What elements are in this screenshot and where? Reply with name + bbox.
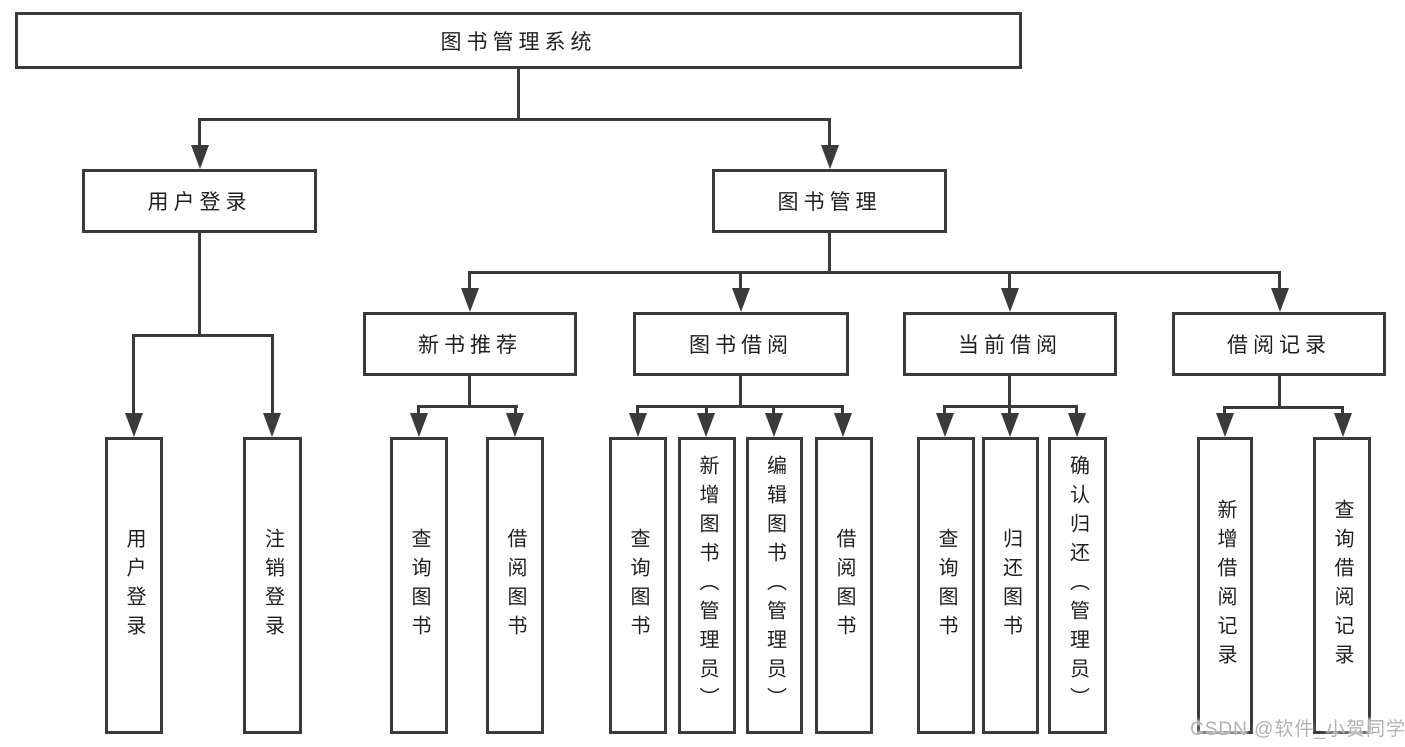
arrow-down-icon xyxy=(263,413,281,437)
connector-stem xyxy=(1008,376,1011,407)
connector-drop-leaf xyxy=(943,405,946,417)
arrow-down-icon xyxy=(1068,413,1086,437)
connector-drop-level3 xyxy=(468,271,471,291)
node-book-borrowing: 图书借阅 xyxy=(633,312,849,376)
arrow-down-icon xyxy=(461,288,479,312)
arrow-down-icon xyxy=(1216,413,1234,437)
connector-drop-book-mgmt xyxy=(828,118,831,150)
arrow-down-icon xyxy=(821,145,839,169)
connector-stem xyxy=(1278,376,1281,408)
connector-drop-level3 xyxy=(1278,271,1281,291)
node-current-borrowing: 当前借阅 xyxy=(903,312,1117,376)
arrow-down-icon xyxy=(506,413,524,437)
node-user-login: 用户登录 xyxy=(82,169,317,233)
connector-userlogin-stem xyxy=(198,233,201,336)
leaf-return-books: 归还图书 xyxy=(982,437,1039,734)
arrow-down-icon xyxy=(1001,288,1019,312)
node-book-management: 图书管理 xyxy=(712,169,947,233)
node-borrowing-records: 借阅记录 xyxy=(1172,312,1386,376)
connector-root-stem xyxy=(517,69,520,120)
connector-drop-leaf xyxy=(1075,405,1078,417)
connector-level3-rail xyxy=(469,271,1281,274)
arrow-down-icon xyxy=(410,413,428,437)
connector-drop-leaf xyxy=(1223,406,1226,417)
leaf-confirm-return-admin: 确认归还（管理员） xyxy=(1048,437,1107,734)
connector-userlogin-rail xyxy=(133,334,274,337)
connector-drop-leaf xyxy=(417,405,420,417)
leaf-user-login: 用户登录 xyxy=(105,437,163,734)
connector-drop-leaf xyxy=(514,405,517,417)
connector-rail xyxy=(637,405,843,408)
connector-drop-leaf xyxy=(1341,406,1344,417)
leaf-query-books-borrowing: 查询图书 xyxy=(609,437,667,734)
leaf-query-books-current: 查询图书 xyxy=(917,437,975,734)
arrow-down-icon xyxy=(191,145,209,169)
leaf-add-books-admin: 新增图书（管理员） xyxy=(678,437,736,734)
arrow-down-icon xyxy=(765,413,783,437)
arrow-down-icon xyxy=(732,288,750,312)
leaf-borrow-books: 借阅图书 xyxy=(815,437,873,734)
connector-drop-user-login xyxy=(198,118,201,150)
connector-bookmgmt-stem xyxy=(828,233,831,274)
connector-drop-leaf xyxy=(636,405,639,417)
arrow-down-icon xyxy=(834,413,852,437)
arrow-down-icon xyxy=(125,413,143,437)
connector-stem xyxy=(468,376,471,407)
connector-level2-rail xyxy=(199,118,831,121)
connector-drop-leaf xyxy=(772,405,775,417)
connector-rail xyxy=(418,405,518,408)
connector-rail xyxy=(944,405,1078,408)
leaf-query-books-recommend: 查询图书 xyxy=(390,437,448,734)
connector-drop-leaf xyxy=(132,334,135,416)
connector-rail xyxy=(1224,406,1344,409)
node-new-book-recommend: 新书推荐 xyxy=(363,312,577,376)
connector-drop-leaf xyxy=(271,334,274,416)
arrow-down-icon xyxy=(1001,413,1019,437)
connector-drop-leaf xyxy=(1008,405,1011,417)
leaf-query-borrow-record: 查询借阅记录 xyxy=(1313,437,1371,734)
arrow-down-icon xyxy=(936,413,954,437)
connector-drop-level3 xyxy=(1008,271,1011,291)
connector-stem xyxy=(739,376,742,407)
arrow-down-icon xyxy=(629,413,647,437)
arrow-down-icon xyxy=(1271,288,1289,312)
connector-drop-leaf xyxy=(705,405,708,417)
csdn-watermark: CSDN @软件_小贺同学 xyxy=(1190,719,1405,740)
arrow-down-icon xyxy=(1334,413,1352,437)
connector-drop-leaf xyxy=(841,405,844,417)
leaf-logout: 注销登录 xyxy=(243,437,302,734)
node-root-system: 图书管理系统 xyxy=(15,12,1022,69)
leaf-edit-books-admin: 编辑图书（管理员） xyxy=(746,437,803,734)
connector-drop-level3 xyxy=(739,271,742,291)
arrow-down-icon xyxy=(697,413,715,437)
leaf-borrow-books-recommend: 借阅图书 xyxy=(486,437,544,734)
leaf-add-borrow-record: 新增借阅记录 xyxy=(1197,437,1253,734)
